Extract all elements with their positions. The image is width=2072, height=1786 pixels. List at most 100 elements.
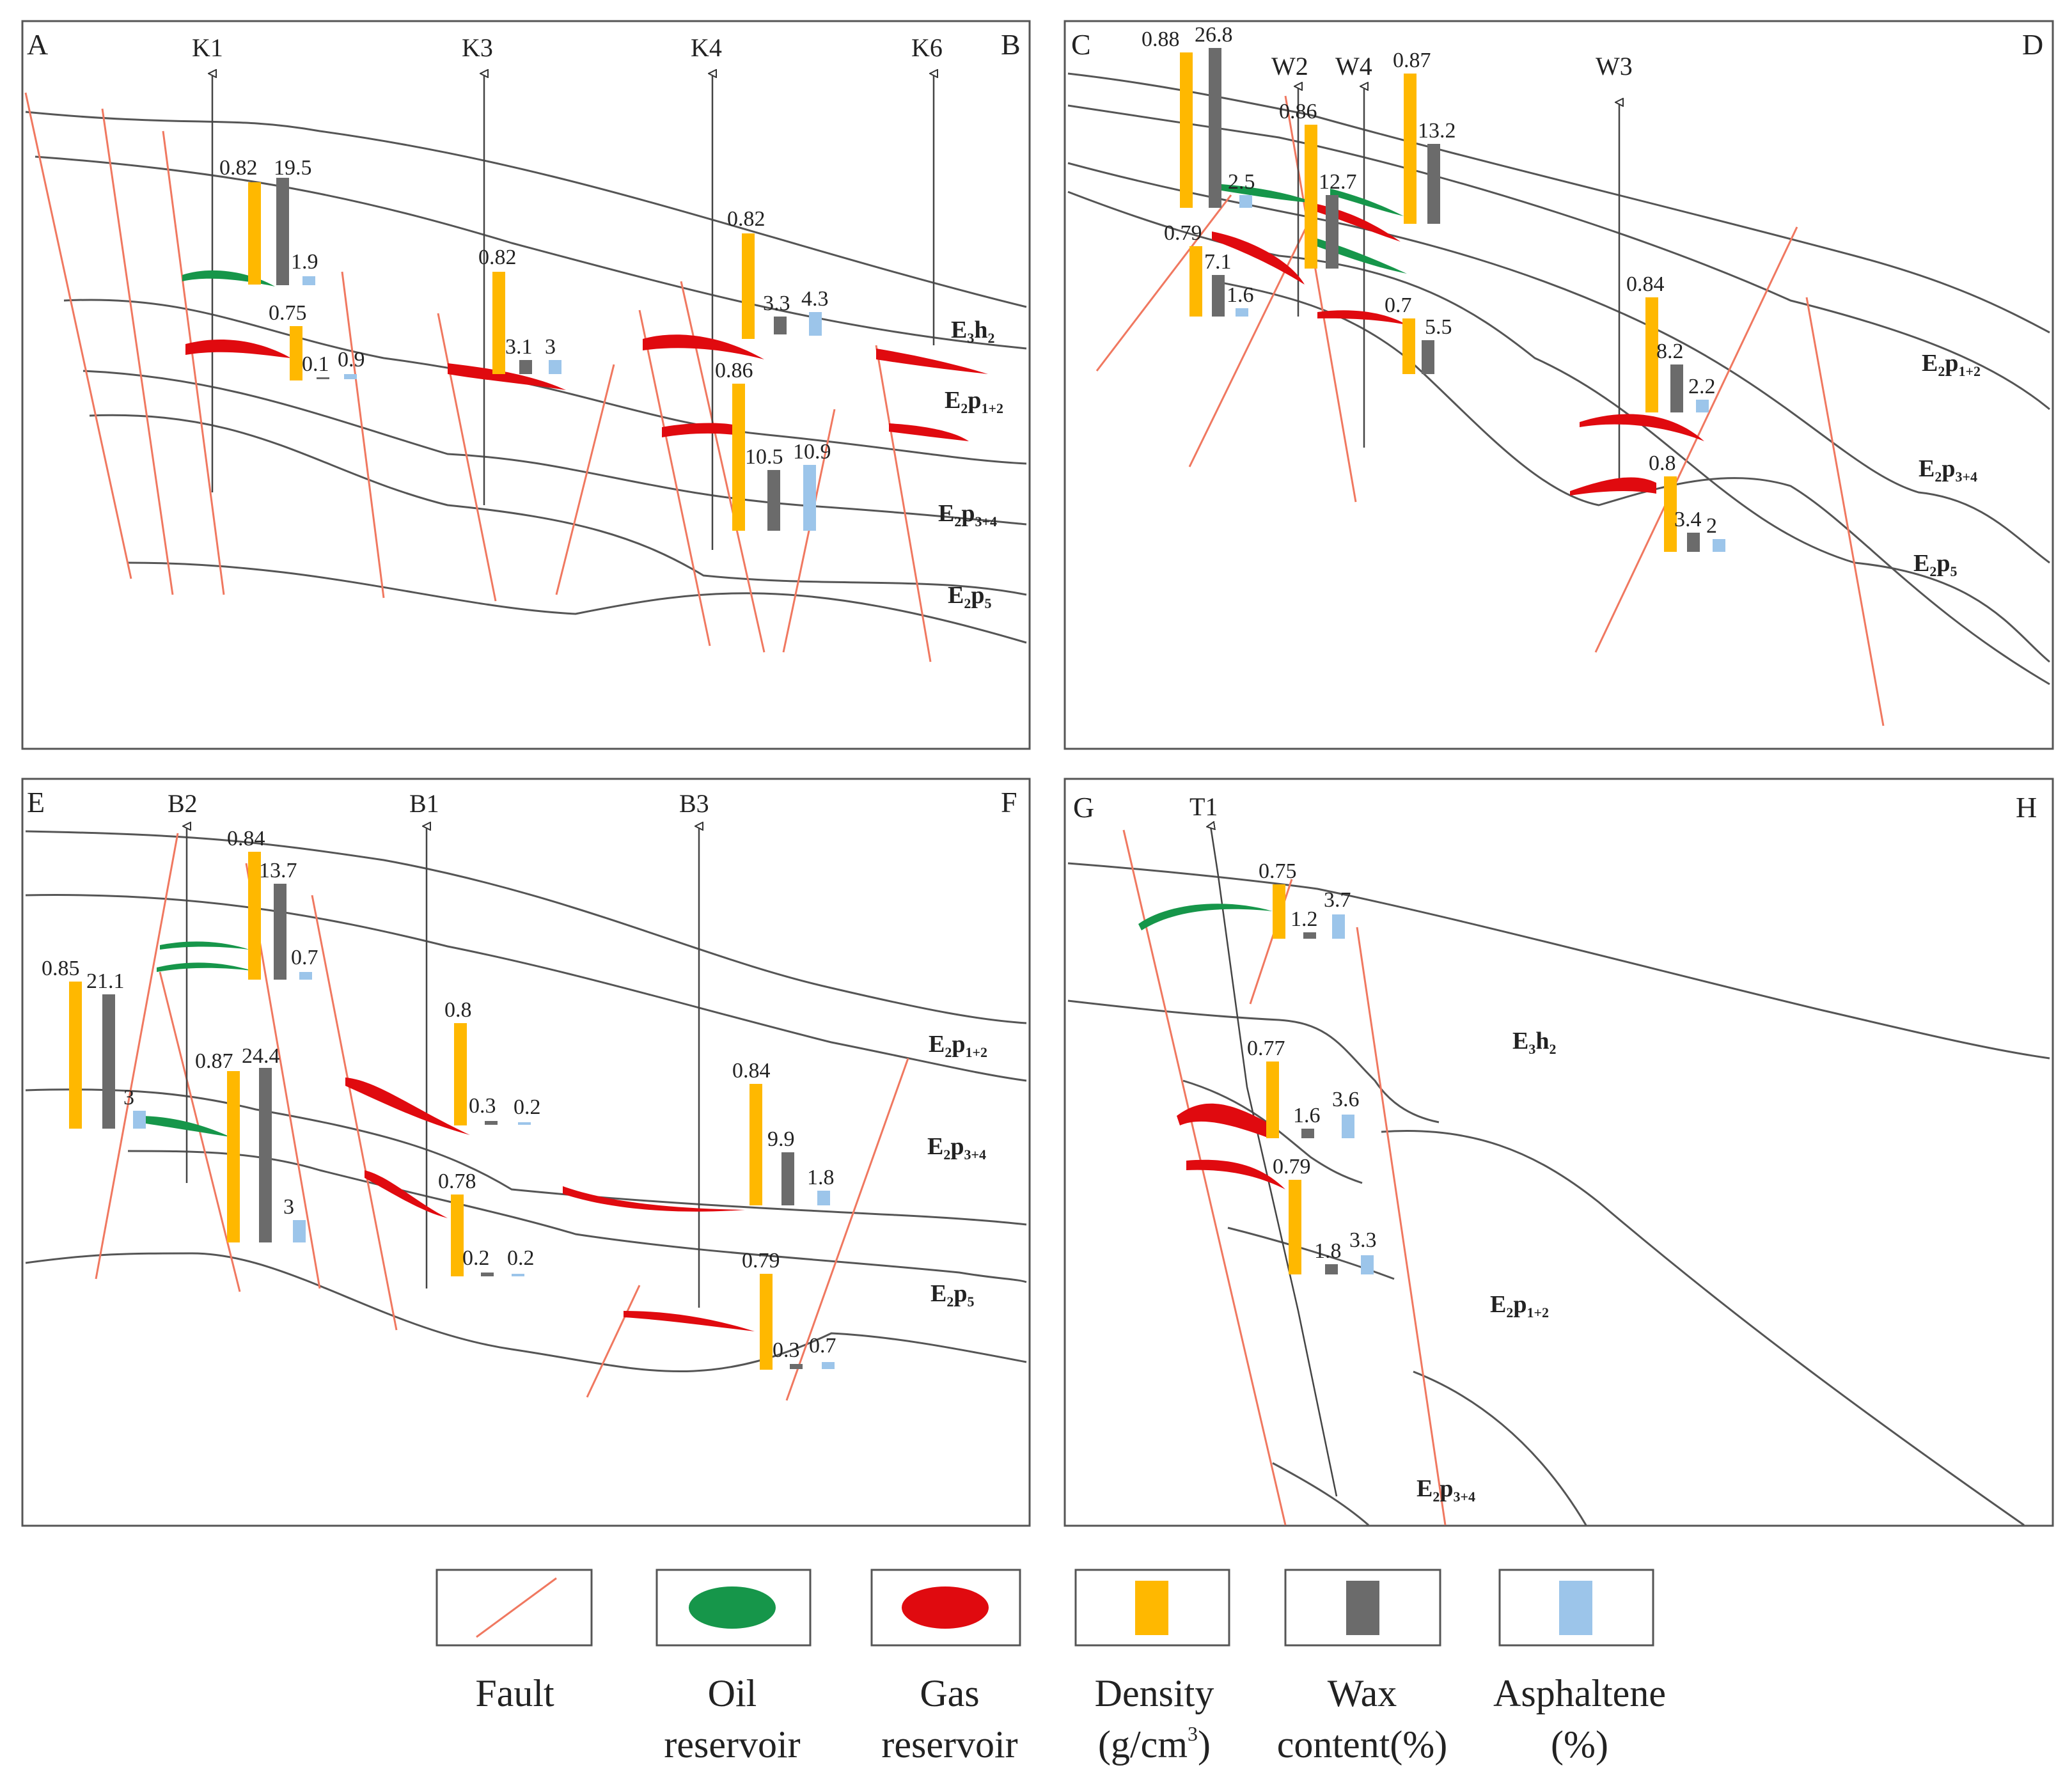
asphaltene-bar — [809, 312, 822, 336]
wax-bar — [767, 470, 780, 531]
legend-label-density-2: (g/cm3) — [1098, 1722, 1211, 1766]
formation-label: E2p1+2 — [1490, 1291, 1549, 1320]
panel-cd-faults — [1095, 95, 1885, 726]
wax-label: 3.3 — [763, 292, 790, 315]
density-label: 0.85 — [42, 957, 80, 980]
fault-line — [1188, 217, 1312, 467]
panel-cd-corner-right: D — [2022, 28, 2043, 61]
density-label: 0.8 — [1649, 451, 1676, 475]
gas-reservoir — [1580, 414, 1704, 441]
wax-bar — [1422, 340, 1434, 374]
density-bar — [1273, 884, 1285, 939]
asphaltene-label: 0.2 — [507, 1246, 535, 1270]
wax-bar — [485, 1121, 498, 1125]
horizon-line — [89, 414, 1027, 596]
asphaltene-bar — [302, 276, 315, 285]
density-bar — [1189, 246, 1202, 317]
gas-reservoir — [876, 349, 988, 374]
formation-label: E2p1+2 — [929, 1031, 987, 1060]
density-bar — [732, 384, 745, 531]
panel-cd-horizons — [1067, 72, 2050, 685]
wax-bar — [317, 377, 329, 379]
wax-bar — [1325, 1264, 1338, 1274]
fault-line — [162, 130, 225, 595]
fault-line — [101, 108, 174, 595]
asphaltene-bar — [1239, 195, 1252, 208]
legend-oil-swatch — [689, 1586, 776, 1629]
horizon-line — [25, 830, 1027, 1024]
asphaltene-bar — [299, 972, 312, 980]
oil-reservoir — [1138, 904, 1273, 930]
asphaltene-bar — [1696, 400, 1709, 412]
density-bar — [742, 233, 755, 339]
panel-ef-reservoirs — [137, 941, 755, 1331]
wax-bar — [1687, 533, 1700, 552]
formation-label: E3h2 — [951, 317, 995, 346]
legend-wax-swatch — [1346, 1581, 1379, 1635]
panel-gh-reservoirs — [1138, 904, 1285, 1189]
horizon-line — [1381, 1129, 2025, 1526]
asphaltene-label: 1.8 — [807, 1166, 835, 1189]
panel-cd-corner-left: C — [1071, 28, 1091, 61]
density-bar — [290, 326, 302, 380]
panel-cd-bar-labels: 0.88 26.8 2.5 0.86 12.7 0.87 13.2 0.79 7… — [1142, 23, 1717, 538]
wax-bar — [276, 178, 289, 285]
density-label: 0.87 — [195, 1049, 233, 1073]
formation-label: E2p5 — [930, 1280, 975, 1310]
oil-reservoir — [1221, 184, 1317, 203]
well-label-k6: K6 — [911, 33, 943, 62]
asphaltene-bar — [817, 1191, 830, 1205]
asphaltene-bar — [1361, 1255, 1374, 1274]
density-bar — [1645, 297, 1658, 412]
density-bar — [454, 1023, 467, 1125]
wax-label: 3.4 — [1674, 508, 1702, 531]
well-label-t1: T1 — [1189, 792, 1218, 821]
horizon-line — [1227, 1226, 1395, 1280]
asphaltene-label: 3 — [283, 1195, 294, 1219]
well-label-w4: W4 — [1335, 52, 1372, 81]
wax-bar — [774, 317, 787, 334]
gas-reservoir — [643, 334, 764, 359]
density-label: 0.75 — [269, 301, 307, 325]
density-label: 0.79 — [742, 1249, 780, 1273]
asphaltene-bar — [1713, 539, 1725, 552]
wax-bar — [1303, 932, 1316, 939]
well-label-k3: K3 — [462, 33, 493, 62]
density-bar — [1402, 318, 1415, 374]
asphaltene-bar — [518, 1122, 531, 1125]
asphaltene-label: 0.7 — [809, 1334, 836, 1358]
asphaltene-bar — [1236, 308, 1248, 317]
asphaltene-bar — [1332, 914, 1345, 939]
asphaltene-bar — [549, 360, 561, 374]
horizon-line — [25, 111, 1027, 308]
asphaltene-label: 10.9 — [793, 440, 831, 464]
wax-bar — [519, 360, 532, 374]
well-label-b3: B3 — [679, 789, 709, 818]
wax-bar — [1427, 144, 1440, 224]
asphaltene-label: 2 — [1706, 514, 1717, 538]
asphaltene-label: 3.3 — [1349, 1228, 1377, 1252]
panel-cd: C D W2 W4 W3 — [1063, 20, 2054, 750]
legend-box-asphaltene — [1498, 1569, 1654, 1647]
asphaltene-label: 0.7 — [291, 946, 318, 969]
gas-reservoir — [1177, 1103, 1273, 1138]
well-label-k1: K1 — [192, 33, 223, 62]
density-label: 0.82 — [478, 246, 517, 269]
density-label: 0.7 — [1385, 294, 1412, 317]
panel-cd-formation-labels: E2p1+2 E2p3+4 E2p5 — [1913, 350, 1981, 579]
legend-gas-swatch — [902, 1586, 989, 1629]
wax-label: 24.4 — [242, 1044, 280, 1068]
asphaltene-label: 3 — [123, 1086, 134, 1109]
panel-cd-reservoirs — [1212, 184, 1704, 496]
legend-label-wax-2: content(%) — [1277, 1723, 1448, 1766]
formation-label: E3h2 — [1512, 1028, 1557, 1057]
legend-label-density-1: Density — [1095, 1672, 1214, 1714]
wax-label: 13.7 — [259, 859, 297, 882]
legend-box-wax — [1284, 1569, 1441, 1647]
fault-line — [638, 309, 711, 646]
well-label-k4: K4 — [691, 33, 722, 62]
density-label: 0.88 — [1142, 27, 1180, 51]
wax-bar — [274, 884, 286, 980]
panel-ab-corner-left: A — [27, 28, 48, 61]
